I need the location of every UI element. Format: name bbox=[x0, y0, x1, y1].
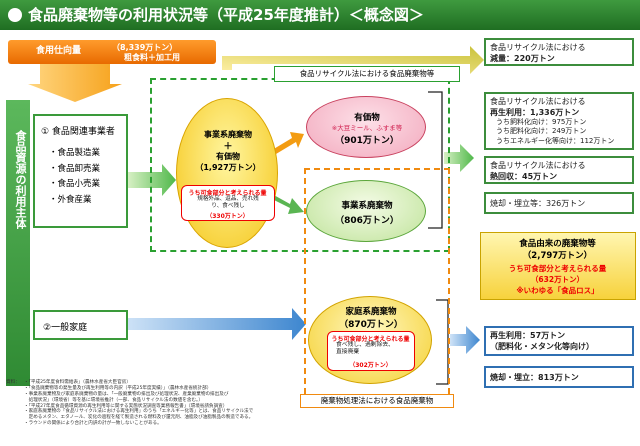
business-total-oval: 事業系廃棄物 ＋ 有価物 （1,927万トン） うち可食部分と考えられる量 規格… bbox=[176, 98, 278, 248]
business-arrow bbox=[128, 164, 176, 196]
food-supply-label: 食用仕向量 bbox=[36, 46, 82, 56]
incineration-text: 焼却・埋立等：326万トン bbox=[490, 199, 586, 208]
valuables-sub: ※大豆ミール、ふすま等 bbox=[331, 124, 403, 132]
left-vertical-label: 食品資源の利用主体 bbox=[14, 130, 27, 229]
top-down-arrow bbox=[28, 64, 122, 102]
food-origin-title: 食品由来の廃棄物等 bbox=[519, 239, 596, 249]
source-item: 定めるメタン、エタノール、炭化の過程を経て製造される燃料及び還元剤、油脂及び油脂… bbox=[24, 415, 254, 421]
waste-law-label: 廃棄物処理法における食品廃棄物 bbox=[300, 394, 454, 408]
household-edible-title: うち可食部分と考えられる量 bbox=[331, 336, 410, 343]
sources-list: ・「平成25年度食料需給表」（農林水産省大臣官房） ・「食品廃棄物等の発生量及び… bbox=[24, 380, 253, 427]
reduction-box: 食品リサイクル法における 減量：220万トン bbox=[484, 38, 634, 66]
source-item: ・「平成27年度食品循環資源の再生利用等に関する実態状況調査等業務報告書」（環境… bbox=[24, 403, 228, 409]
source-item: ・家庭系廃棄物の「食品リサイクル法における再生利用」のうち「エネルギー化等」とは… bbox=[24, 409, 254, 415]
edible-items: 規格外品、返品、売れ残り、食べ残し bbox=[197, 196, 259, 209]
industry-list: ・食品製造業 ・食品卸売業 ・食品小売業 ・外食産業 bbox=[49, 146, 100, 209]
recycling-item: うち肥料化向け：249万トン bbox=[496, 127, 587, 136]
to-recycle-arrow bbox=[444, 144, 474, 172]
food-supply-amount: （8,339万トン） bbox=[112, 43, 178, 52]
oval-plus: ＋ bbox=[223, 142, 233, 152]
food-origin-amount: （2,797万トン） bbox=[522, 251, 593, 261]
business-waste-title: 事業系廃棄物 bbox=[341, 201, 393, 211]
source-item: ・ラウンドの関係により合計と内訳の計が一致しないことがある。 bbox=[24, 421, 162, 427]
valuables-title: 有価物 bbox=[354, 113, 380, 123]
household-label: ②一般家庭 bbox=[43, 323, 88, 333]
household-edible-item: 食べ残し、過剰除去、 bbox=[336, 342, 394, 348]
household-waste-amount: （870万トン） bbox=[339, 320, 403, 330]
recycling-line2: 再生利用：1,336万トン bbox=[490, 108, 580, 117]
recycling-item: うち飼料化向け：975万トン bbox=[496, 118, 587, 126]
household-edible-amount: （302万トン） bbox=[349, 362, 392, 369]
business-title: ① 食品関連事業者 bbox=[41, 127, 115, 137]
sources-label: 資料： bbox=[6, 380, 20, 385]
industry-item: ・食品製造業 bbox=[49, 148, 101, 158]
oval-line2: 有価物 bbox=[216, 152, 240, 161]
edible-portion-box: うち可食部分と考えられる量 規格外品、返品、売れ残り、食べ残し （330万トン） bbox=[181, 185, 275, 221]
oval-line1: 事業系廃棄物 bbox=[204, 130, 252, 139]
source-item: ・「食品廃棄物等の発生量及び再生利用等の内訳（平成25年度実績）」（農林水産省統… bbox=[24, 385, 212, 391]
recycling-line1: 食品リサイクル法における bbox=[490, 97, 586, 106]
source-item: ・事業系廃棄物及び家庭系廃棄物の量は、「一般廃棄物の排出及び処理状況、産業廃棄物… bbox=[24, 391, 229, 397]
household-recycle-line2: （肥料化・メタン化等向け） bbox=[490, 342, 594, 351]
left-vertical-bar: 食品資源の利用主体 bbox=[6, 100, 30, 386]
recycle-law-label: 食品リサイクル法における食品廃棄物等 bbox=[274, 66, 460, 82]
industry-item: ・食品卸売業 bbox=[49, 163, 101, 174]
food-supply-box: 食用仕向量 （8,339万トン） 粗食料＋加工用 bbox=[8, 40, 216, 64]
title-bar: 食品廃棄物等の利用状況等（平成25年度推計）＜概念図＞ bbox=[0, 0, 640, 30]
heat-recovery-box: 食品リサイクル法における 熱回収：45万トン bbox=[484, 156, 634, 184]
food-origin-box: 食品由来の廃棄物等 （2,797万トン） うち可食部分と考えられる量 （632万… bbox=[480, 232, 636, 300]
industry-item: ・食品小売業 bbox=[49, 179, 101, 190]
incineration-box: 焼却・埋立等：326万トン bbox=[484, 192, 634, 214]
business-waste-oval: 事業系廃棄物 （806万トン） bbox=[306, 180, 426, 242]
household-edible-box: うち可食部分と考えられる量 食べ残し、過剰除去、 直接廃棄 （302万トン） bbox=[327, 331, 415, 371]
industry-item: ・外食産業 bbox=[49, 195, 92, 206]
household-waste-title: 家庭系廃棄物 bbox=[345, 307, 397, 317]
household-recycle-line1: 再生利用：57万トン bbox=[490, 331, 566, 340]
reduction-arrow bbox=[222, 46, 484, 74]
household-incineration-box: 焼却・埋立：813万トン bbox=[484, 366, 634, 388]
page-title: 食品廃棄物等の利用状況等（平成25年度推計）＜概念図＞ bbox=[28, 6, 424, 24]
edible-amount: （330万トン） bbox=[206, 213, 249, 220]
source-item: 処理状況」（環境省）等を基に環境省推計（一部、食品リサイクル法の数値を含む。） bbox=[24, 397, 203, 403]
household-waste-oval: 家庭系廃棄物 （870万トン） うち可食部分と考えられる量 食べ残し、過剰除去、… bbox=[308, 296, 432, 384]
bullet-icon bbox=[8, 8, 22, 22]
food-loss-line1: うち可食部分と考えられる量 bbox=[508, 264, 607, 273]
to-business-waste-arrow bbox=[270, 194, 304, 214]
source-item: ・「平成25年度食料需給表」（農林水産省大臣官房） bbox=[24, 380, 131, 385]
business-waste-amount: （806万トン） bbox=[335, 216, 399, 226]
reduction-line2: 減量：220万トン bbox=[490, 54, 555, 63]
heat-recovery-line1: 食品リサイクル法における bbox=[490, 161, 586, 170]
business-box: ① 食品関連事業者 ・食品製造業 ・食品卸売業 ・食品小売業 ・外食産業 bbox=[33, 114, 128, 228]
household-box: ②一般家庭 bbox=[33, 310, 128, 340]
household-edible-item: 直接廃棄 bbox=[336, 349, 360, 356]
heat-recovery-line2: 熱回収：45万トン bbox=[490, 172, 558, 181]
edible-title: うち可食部分と考えられる量 bbox=[188, 190, 267, 197]
household-arrow bbox=[125, 308, 306, 340]
oval-amount: （1,927万トン） bbox=[195, 163, 261, 172]
household-edible-items: 食べ残し、過剰除去、 直接廃棄 bbox=[336, 342, 394, 356]
valuables-oval: 有価物 ※大豆ミール、ふすま等 （901万トン） bbox=[306, 96, 426, 158]
to-valuables-arrow bbox=[272, 132, 304, 154]
household-recycle-box: 再生利用：57万トン （肥料化・メタン化等向け） bbox=[484, 326, 634, 356]
recycling-box: 食品リサイクル法における 再生利用：1,336万トン うち飼料化向け：975万ト… bbox=[484, 92, 634, 150]
food-supply-sub: 粗食料＋加工用 bbox=[124, 53, 180, 62]
food-loss-line2: （632万トン） bbox=[530, 275, 585, 284]
household-incineration-text: 焼却・埋立：813万トン bbox=[490, 373, 579, 382]
food-loss-line3: ※いわゆる「食品ロス」 bbox=[516, 286, 599, 295]
recycling-item: うちエネルギー化等向け：112万トン bbox=[496, 136, 615, 145]
reduction-line1: 食品リサイクル法における bbox=[490, 43, 586, 52]
to-household-outcome-arrow bbox=[450, 326, 480, 354]
valuables-amount: （901万トン） bbox=[335, 136, 399, 146]
right-bracket bbox=[428, 91, 443, 229]
